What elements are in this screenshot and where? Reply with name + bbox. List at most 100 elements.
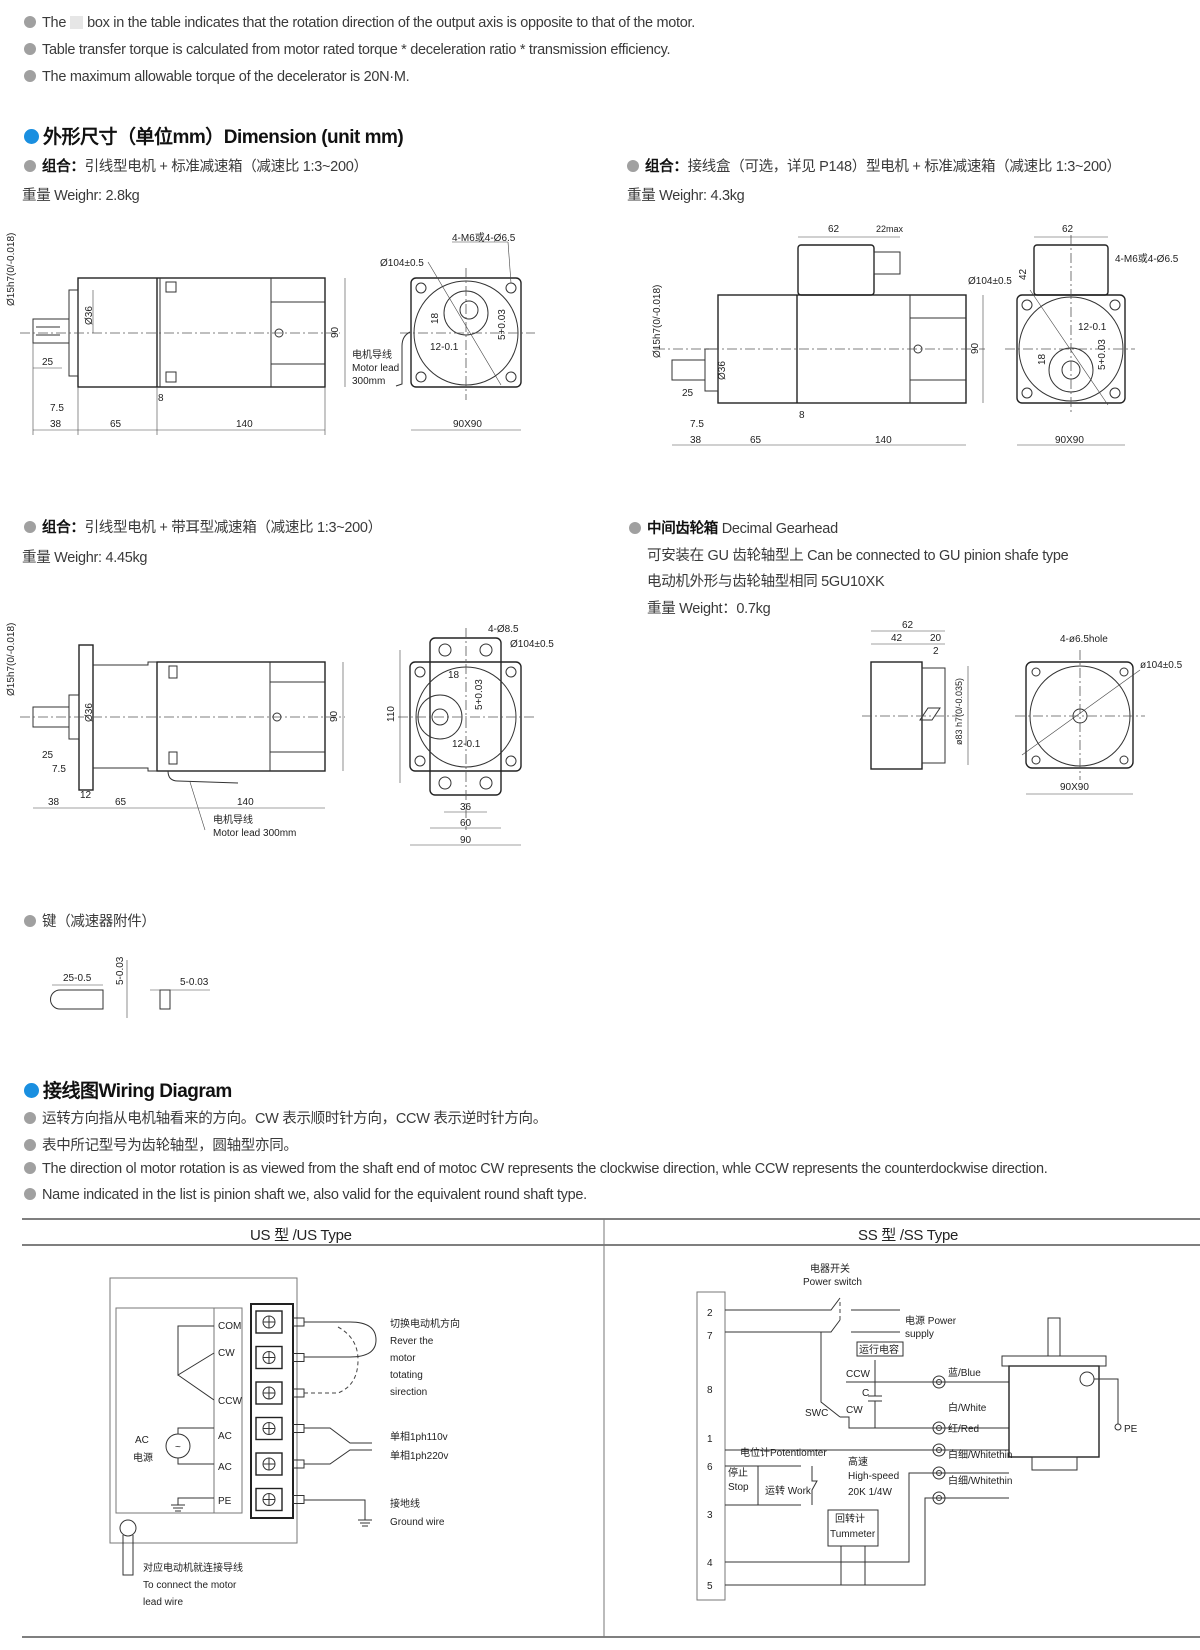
dim-5: 5+0.03 xyxy=(497,309,508,340)
reverse-label-2: motor xyxy=(390,1353,416,1364)
motor-lead-label-cn: 电机导线 xyxy=(213,813,253,826)
wiring-note-3: The direction ol motor rotation is as vi… xyxy=(24,1161,1048,1177)
motor-wire-terminal xyxy=(932,1491,946,1505)
ground-label-en: Ground wire xyxy=(390,1517,445,1528)
dim-box-62: 62 xyxy=(1062,224,1074,235)
lead-label-en-1: To connect the motor xyxy=(143,1580,237,1591)
dim-110: 110 xyxy=(386,706,397,722)
stop-label-cn: 停止 xyxy=(728,1466,748,1479)
gearhead-label: 中间齿轮箱 xyxy=(647,521,718,537)
wire-blue-label: 蓝/Blue xyxy=(948,1367,981,1379)
lead-label-en-2: lead wire xyxy=(143,1597,183,1608)
swc-label: SWC xyxy=(805,1408,828,1419)
ss-pin-5: 5 xyxy=(707,1581,713,1592)
dim-12b: 12-0.1 xyxy=(452,739,481,750)
lead-label-cn: 对应电动机就连接导线 xyxy=(143,1561,243,1574)
drawing-decimal-gearhead: 62 42 20 2 ø83 h7(0/-0.035) 4-ø6.5hole ø… xyxy=(862,620,1183,795)
power-label-en: supply xyxy=(905,1329,934,1340)
dim-60: 60 xyxy=(460,818,472,829)
dim-65: 65 xyxy=(110,419,122,430)
dim-8: 8 xyxy=(158,393,164,404)
wire-whitethin-1-label: 白细/Whitethin xyxy=(948,1448,1012,1461)
motor-lead-label-en: Motor lead 300mm xyxy=(213,828,296,839)
dim-7-5: 7.5 xyxy=(690,419,704,430)
dim-42: 42 xyxy=(1018,268,1029,280)
drawing-lead-standard: Ø15h7(0/-0.018) Ø36 25 7.5 38 65 140 8 9… xyxy=(6,232,535,435)
motor-wire-terminal xyxy=(932,1466,946,1480)
combo-2-label: 组合： xyxy=(645,159,688,175)
dim-36: 36 xyxy=(460,802,472,813)
dim-d104: Ø104±0.5 xyxy=(510,639,554,650)
junction-box xyxy=(797,244,875,296)
flange-dim-label: Ø36 xyxy=(717,361,728,380)
combo-3-weight: 重量 Weighr: 4.45kg xyxy=(22,550,148,566)
note-2: Table transfer torque is calculated from… xyxy=(24,42,671,58)
ss-pin-2: 2 xyxy=(707,1308,713,1319)
dim-d104: ø104±0.5 xyxy=(1140,660,1183,671)
gearhead-weight: 重量 Weight：0.7kg xyxy=(647,601,771,617)
note-3: The maximum allowable torque of the dece… xyxy=(24,69,410,85)
combo-2-weight: 重量 Weighr: 4.3kg xyxy=(627,188,745,204)
combo-3-label: 组合： xyxy=(42,520,85,536)
combo-2: 组合：接线盒（可选，详见 P148）型电机 + 标准减速箱（减速比 1:3~20… xyxy=(627,155,1121,176)
switch-label-cn: 电器开关 xyxy=(810,1262,850,1275)
wiring-title: 接线图Wiring Diagram xyxy=(43,1081,232,1102)
dim-90x90: 90X90 xyxy=(1060,782,1089,793)
dimension-heading: 外形尺寸（单位mm）Dimension (unit mm) xyxy=(24,122,404,149)
dim-25: 25 xyxy=(42,357,54,368)
dim-140: 140 xyxy=(236,419,253,430)
us-type-header: US 型 /US Type xyxy=(250,1227,352,1244)
dim-140: 140 xyxy=(875,435,892,446)
ss-wiring-diagram: 2 7 8 1 6 3 4 5 电器开关 Power xyxy=(696,1262,1138,1601)
dim-18: 18 xyxy=(430,312,441,324)
dim-90: 90 xyxy=(970,342,981,354)
reverse-label-1: Rever the xyxy=(390,1336,434,1347)
dim-5: 5+0.03 xyxy=(474,679,485,710)
wire-white-label: 白/White xyxy=(948,1401,987,1414)
dim-22max: 22max xyxy=(876,224,904,234)
motor-wire-terminal xyxy=(932,1421,946,1435)
gearhead-heading: 中间齿轮箱 Decimal Gearhead xyxy=(629,517,838,538)
phase-220v-label: 单相1ph220v xyxy=(390,1449,448,1462)
dim-12: 12-0.1 xyxy=(1078,322,1107,333)
combo-1-desc: 引线型电机 + 标准减速箱（减速比 1:3~200） xyxy=(84,159,368,175)
dim-65: 65 xyxy=(115,797,127,808)
dim-25: 25 xyxy=(42,750,54,761)
pot-rating-label: 20K 1/4W xyxy=(848,1487,892,1498)
heading-bullet-icon xyxy=(24,129,39,144)
dim-5: 5+0.03 xyxy=(1097,339,1108,370)
ss-pin-4: 4 xyxy=(707,1558,713,1569)
dim-38: 38 xyxy=(50,419,62,430)
wiring-note-1: 运转方向指从电机轴看来的方向。CW 表示顺时针方向，CCW 表示逆时针方向。 xyxy=(24,1107,547,1128)
dim-d83: ø83 h7(0/-0.035) xyxy=(954,678,964,745)
motor-body-outline xyxy=(77,277,326,388)
dim-20: 20 xyxy=(930,633,942,644)
pe-label: PE xyxy=(1124,1424,1138,1435)
key-width-dim: 5-0.03 xyxy=(180,977,209,988)
tachometer-label-en: Tummeter xyxy=(830,1529,876,1540)
key-shape xyxy=(50,989,104,1010)
us-terminal-ccw-label: CCW xyxy=(218,1396,242,1407)
shaft-dim-label: Ø15h7(0/-0.018) xyxy=(652,285,663,358)
dim-90: 90 xyxy=(329,710,340,722)
ac-label: AC xyxy=(135,1435,149,1446)
ss-pin-8: 8 xyxy=(707,1385,713,1396)
tachometer-label-cn: 回转计 xyxy=(835,1512,865,1525)
dim-90x90: 90X90 xyxy=(1055,435,1084,446)
combo-1-label: 组合： xyxy=(42,159,85,175)
dim-25: 25 xyxy=(682,388,694,399)
us-terminal-pe-label: PE xyxy=(218,1496,232,1507)
run-capacitor-label: 运行电容 xyxy=(859,1343,899,1356)
motor-wire-terminal xyxy=(932,1443,946,1457)
dim-42: 42 xyxy=(891,633,903,644)
combo-1-weight: 重量 Weighr: 2.8kg xyxy=(22,188,140,204)
ss-pin-1: 1 xyxy=(707,1434,713,1445)
key-length-dim: 25-0.5 xyxy=(63,973,92,984)
dim-65: 65 xyxy=(750,435,762,446)
key-heading: 键（减速器附件） xyxy=(24,910,156,931)
drawing-junction-box: 62 22max Ø15h7(0/-0.018) Ø36 25 7.5 38 6… xyxy=(652,224,1179,446)
dim-12: 12 xyxy=(80,790,92,801)
wiring-note-4: Name indicated in the list is pinion sha… xyxy=(24,1187,587,1203)
